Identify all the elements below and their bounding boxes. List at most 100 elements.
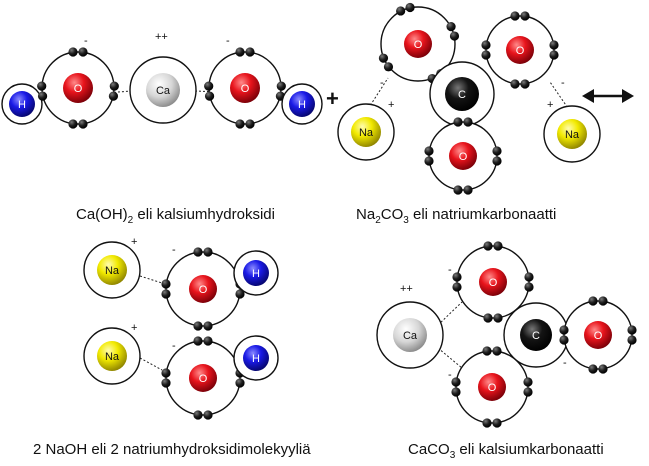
electron [510,11,520,21]
bond [365,77,389,113]
electron [481,40,491,50]
caption-sodium-carbonate: Na2CO3 eli natriumkarbonaatti [356,206,556,226]
equilibrium-arrow-icon [582,89,634,103]
atom-symbol: O [516,45,525,57]
atom-o: O [424,117,502,195]
electron [483,241,493,251]
electron [68,47,78,57]
nucleus-ca [146,73,180,107]
nucleus-h [289,91,315,117]
nucleus-na [557,119,587,149]
atom-na: Na [83,241,141,299]
electron [203,410,213,420]
electron [161,378,171,388]
atom-symbol: O [594,330,603,342]
electron [463,185,473,195]
electron [452,272,462,282]
electron [37,81,47,91]
atom-symbol: O [414,39,423,51]
atom-ca: Ca [129,56,197,124]
bond [139,275,163,284]
bond [437,347,463,369]
electron [161,368,171,378]
electron [193,410,203,420]
electron [453,185,463,195]
nucleus-o [404,30,432,58]
atom-o: O [481,11,559,89]
nucleus-c [445,77,479,111]
nucleus-o [189,275,217,303]
atom-symbol: C [532,330,540,342]
bond [437,301,463,326]
electron [549,50,559,60]
nucleus-o [479,268,507,296]
electron [78,119,88,129]
nucleus-o [230,73,260,103]
electron [492,156,502,166]
electron [483,313,493,323]
atom-na: Na [543,105,601,163]
electron [524,272,534,282]
electron [588,296,598,306]
electron [68,119,78,129]
nucleus-o [584,321,612,349]
electron [245,47,255,57]
charge-minus: - [563,357,567,369]
atom-symbol: Na [359,127,374,139]
electron [235,289,245,299]
electron [449,31,460,41]
charge-minus: - [172,340,176,352]
electron [523,387,533,397]
atom-c: C [503,302,569,368]
electron [451,377,461,387]
electron [452,282,462,292]
atom-c: C [429,61,495,127]
charge-plus: + [388,99,394,111]
electron [204,91,215,101]
atom-o: O [204,47,286,129]
atom-symbol: Na [565,129,580,141]
charge-minus: - [448,264,452,276]
electron [193,336,203,346]
atom-symbol: Na [105,351,120,363]
nucleus-o [189,364,217,392]
electron [276,81,286,91]
bond [139,357,163,371]
electron [524,282,534,292]
electron [520,11,530,21]
electron [453,117,463,127]
electron [78,47,88,57]
electron [193,321,203,331]
electron [481,50,491,60]
electron [161,289,171,299]
electron [482,418,492,428]
atom-symbol: O [199,373,208,385]
charge-minus: - [84,35,88,47]
electron [161,279,171,289]
nucleus-na [97,341,127,371]
electron [627,335,637,345]
charge-dplus: ++ [155,31,168,43]
caption-calcium-carbonate: CaCO3 eli kalsiumkarbonaatti [408,441,604,461]
atom-h: H [233,250,279,296]
atom-symbol: H [252,353,260,365]
electron [193,247,203,257]
atom-o: O [161,336,245,420]
electron [627,325,637,335]
atom-h: H [1,83,43,125]
electron [492,346,502,356]
electron [396,6,406,16]
electron [203,247,213,257]
atom-na: Na [337,103,395,161]
electron [451,387,461,397]
electron [598,364,608,374]
electron [405,2,415,13]
electron [235,119,245,129]
atom-symbol: H [298,99,306,111]
electron [235,378,245,388]
nucleus-na [351,117,381,147]
electron [235,47,245,57]
nucleus-h [243,260,269,286]
